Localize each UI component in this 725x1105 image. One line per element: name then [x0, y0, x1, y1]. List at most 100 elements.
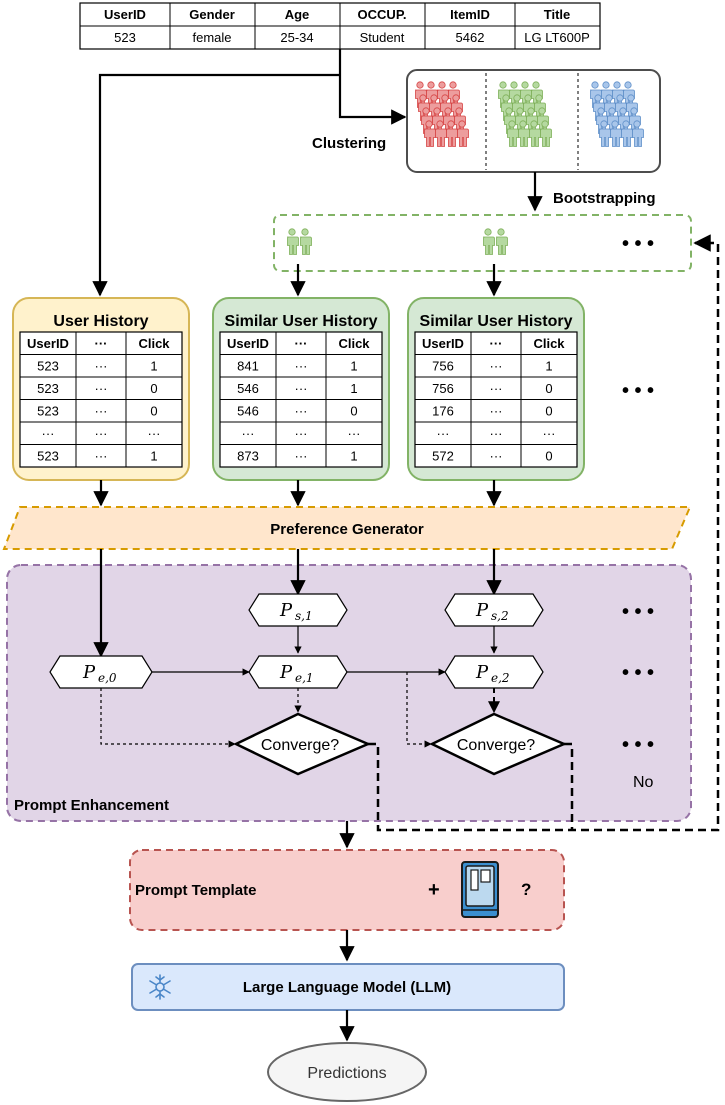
arrow-to-clustering — [338, 49, 407, 125]
history-cell: ··· — [490, 359, 503, 374]
history-header: UserID — [227, 336, 269, 351]
prompt-subscript: e,2 — [491, 671, 510, 685]
ellipsis: • • • — [622, 233, 654, 255]
bootstrap-container — [273, 214, 692, 272]
similar-user-history-box: Similar User History UserID···Click756··… — [407, 297, 585, 481]
top-table-cell: LG LT600P — [524, 30, 590, 45]
history-cell: 1 — [150, 449, 157, 464]
top-table-header: Gender — [189, 7, 235, 22]
history-header: ··· — [295, 336, 308, 351]
top-table-header: UserID — [104, 7, 146, 22]
history-header: UserID — [27, 336, 69, 351]
history-cell: 1 — [545, 359, 552, 374]
history-cell: 756 — [432, 381, 454, 396]
history-cell: 0 — [350, 404, 357, 419]
prompt-enhancement-label: Prompt Enhancement — [14, 797, 169, 814]
top-table-cell: 25-34 — [280, 30, 313, 45]
converge-label: Converge? — [261, 737, 339, 754]
person-group-icon — [286, 228, 312, 255]
history-cell: ··· — [295, 381, 308, 396]
arrow-to-user-history — [92, 73, 340, 297]
history-cell: 756 — [432, 359, 454, 374]
history-cell: 0 — [545, 381, 552, 396]
history-cell: ··· — [295, 449, 308, 464]
prompt-enhancement-box: Prompt Enhancement — [6, 564, 692, 822]
question-mark: ? — [521, 880, 531, 899]
history-cell: ··· — [348, 426, 361, 441]
clustering-label: Clustering — [312, 135, 386, 152]
history-cell: 0 — [150, 381, 157, 396]
history-cell: ··· — [95, 426, 108, 441]
history-cell: 176 — [432, 404, 454, 419]
history-cell: ··· — [490, 381, 503, 396]
prompt-base: P — [279, 600, 293, 621]
llm-label: Large Language Model (LLM) — [243, 979, 451, 996]
history-cell: ··· — [490, 426, 503, 441]
history-cell: 523 — [37, 404, 59, 419]
top-table-header: OCCUP. — [358, 7, 407, 22]
feedback-loop — [368, 234, 720, 832]
history-cell: ··· — [490, 449, 503, 464]
top-table-header: Age — [285, 7, 310, 22]
top-table-header: ItemID — [450, 7, 490, 22]
similar-user-history-box: Similar User History UserID···Click841··… — [212, 297, 390, 481]
prompt-subscript: e,0 — [98, 671, 117, 685]
history-cell: ··· — [42, 426, 55, 441]
plus-sign: + — [428, 879, 440, 901]
history-cell: ··· — [295, 426, 308, 441]
feedback-loop — [564, 742, 574, 830]
history-header: Click — [338, 336, 370, 351]
ellipsis: • • • — [622, 662, 654, 684]
prompt-template-label: Prompt Template — [135, 882, 256, 899]
history-cell: ··· — [148, 426, 161, 441]
arrow — [406, 672, 432, 748]
converge-label: Converge? — [457, 737, 535, 754]
predictions-label: Predictions — [307, 1065, 386, 1082]
history-title: Similar User History — [225, 313, 378, 330]
history-cell: 1 — [350, 381, 357, 396]
person-group-icon — [482, 228, 508, 255]
predictions-node: Predictions — [267, 1042, 427, 1102]
ellipsis: • • • — [622, 601, 654, 623]
ellipsis: • • • — [622, 734, 654, 756]
prompt-subscript: s,2 — [491, 609, 509, 623]
user-history-box: User History UserID···Click523···1523···… — [12, 297, 190, 481]
preference-generator: Preference Generator — [2, 506, 692, 550]
history-cell: 546 — [237, 404, 259, 419]
history-cell: ··· — [437, 426, 450, 441]
converge-decision: Converge? — [233, 712, 372, 776]
arrow — [100, 688, 236, 748]
history-cell: ··· — [95, 359, 108, 374]
history-header: Click — [533, 336, 565, 351]
history-cell: 523 — [37, 449, 59, 464]
history-cell: ··· — [543, 426, 556, 441]
refrigerator-icon — [461, 861, 499, 918]
top-table-cell: Student — [360, 30, 405, 45]
history-cell: ··· — [295, 359, 308, 374]
llm-box: Large Language Model (LLM) — [131, 963, 565, 1011]
history-header: ··· — [95, 336, 108, 351]
snowflake-icon — [149, 974, 171, 1000]
history-cell: ··· — [95, 404, 108, 419]
prompt-base: P — [475, 600, 489, 621]
history-cell: 546 — [237, 381, 259, 396]
history-cell: 0 — [150, 404, 157, 419]
top-table-cell: 5462 — [456, 30, 485, 45]
history-cell: ··· — [242, 426, 255, 441]
bootstrapping-label: Bootstrapping — [553, 190, 656, 207]
history-cell: 523 — [37, 359, 59, 374]
history-cell: 0 — [545, 404, 552, 419]
prompt-base: P — [279, 662, 293, 683]
history-cell: 1 — [350, 449, 357, 464]
prompt-subscript: s,1 — [295, 609, 313, 623]
prompt-template-box: Prompt Template + ? — [129, 849, 565, 931]
history-cell: 523 — [37, 381, 59, 396]
history-title: User History — [53, 313, 148, 330]
ellipsis: • • • — [622, 380, 654, 402]
